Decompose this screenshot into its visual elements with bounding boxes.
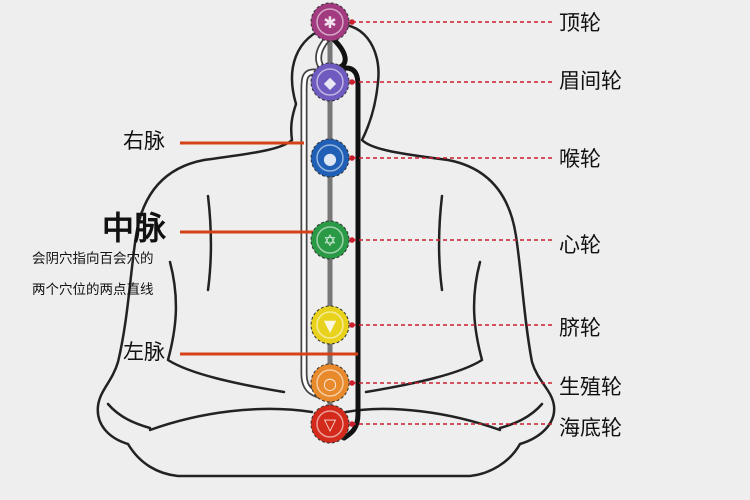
central-channel-label: 中脉 bbox=[102, 209, 167, 247]
chakra-crown: ✱ bbox=[310, 2, 350, 42]
pointer-dot-sacral bbox=[349, 380, 355, 386]
chakra-symbols: ✱ ◆ ● ✡ ▼ ○ ▽ bbox=[310, 2, 350, 444]
chakra-third-eye: ◆ bbox=[310, 62, 350, 102]
chakra-label-root: 海底轮 bbox=[559, 416, 622, 440]
chakra-label-solar-plexus: 脐轮 bbox=[559, 316, 601, 340]
chakra-solar-plexus: ▼ bbox=[310, 305, 350, 345]
pointer-dot-throat bbox=[349, 155, 355, 161]
chakra-glyph-sacral: ○ bbox=[323, 374, 337, 393]
chakra-core-root bbox=[316, 410, 344, 438]
chakra-sacral: ○ bbox=[310, 363, 350, 403]
meditating-figure bbox=[96, 23, 556, 478]
chakra-glyph-throat: ● bbox=[323, 149, 337, 168]
chakra-label-crown: 顶轮 bbox=[559, 11, 601, 35]
chakra-heart: ✡ bbox=[310, 220, 350, 260]
chakra-glyph-solar-plexus: ▼ bbox=[324, 316, 337, 335]
left-channel-line bbox=[327, 33, 361, 441]
pointer-dot-third-eye bbox=[349, 79, 355, 85]
pointer-dot-crown bbox=[349, 19, 355, 25]
chakra-core-third-eye bbox=[316, 68, 344, 96]
chakra-core-solar-plexus bbox=[316, 311, 344, 339]
chakra-label-third-eye: 眉间轮 bbox=[559, 69, 622, 93]
pointer-dot-root bbox=[349, 421, 355, 427]
central-channel-note-1: 会阴穴指向百会穴的 bbox=[32, 251, 154, 267]
central-channel-note-2: 两个穴位的两点直线 bbox=[32, 282, 154, 298]
chakra-label-sacral: 生殖轮 bbox=[559, 375, 622, 399]
chakra-core-throat bbox=[316, 144, 344, 172]
chakra-label-heart: 心轮 bbox=[559, 233, 601, 257]
chakra-dash-lines bbox=[349, 19, 555, 427]
chakra-core-sacral bbox=[316, 369, 344, 397]
chakra-glyph-heart: ✡ bbox=[323, 231, 336, 250]
chakra-glyph-root: ▽ bbox=[324, 415, 337, 434]
chakra-label-throat: 喉轮 bbox=[559, 147, 601, 171]
chakra-core-heart bbox=[316, 226, 344, 254]
chakra-throat: ● bbox=[310, 138, 350, 178]
chakra-root: ▽ bbox=[310, 404, 350, 444]
pointer-dot-solar-plexus bbox=[349, 322, 355, 328]
chakra-glyph-crown: ✱ bbox=[323, 13, 336, 32]
chakra-core-crown bbox=[316, 8, 344, 36]
right-channel-label: 右脉 bbox=[123, 129, 165, 153]
pointer-dot-heart bbox=[349, 237, 355, 243]
chakra-glyph-third-eye: ◆ bbox=[324, 73, 337, 92]
left-channel-label: 左脉 bbox=[123, 340, 165, 364]
